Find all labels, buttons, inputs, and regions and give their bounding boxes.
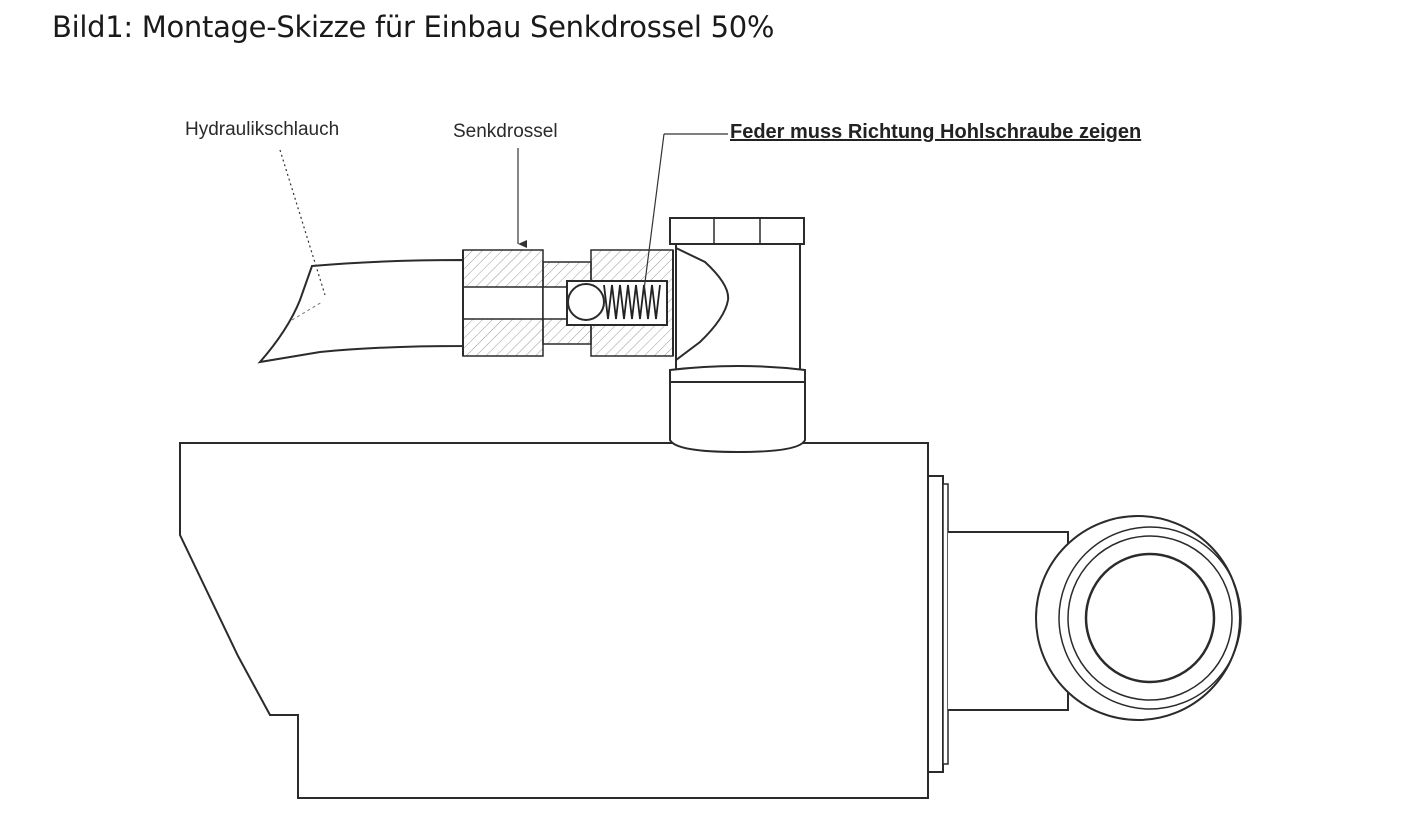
banjo-cone (675, 246, 730, 362)
port-boss (669, 379, 806, 454)
check-ball (567, 283, 605, 321)
rod-eye-bore (1084, 552, 1216, 684)
leader-hose (279, 149, 326, 296)
label-spring-direction-note: Feder muss Richtung Hohlschraube zeigen (730, 121, 1142, 143)
cylinder-body (179, 442, 929, 799)
leader-spring (643, 133, 728, 291)
hydraulic-hose (257, 258, 464, 364)
hollow-screw-head (669, 217, 805, 245)
label-hydraulic-hose: Hydraulikschlauch (185, 119, 340, 140)
figure-title: Bild1: Montage-Skizze für Einbau Senkdro… (52, 10, 775, 44)
cylinder-flange-inner (942, 483, 949, 765)
rod-eye-ring (1058, 526, 1242, 710)
banjo-collar (669, 365, 806, 383)
spring (603, 284, 661, 320)
rod-eye-ring-2 (1067, 535, 1233, 701)
label-throttle-valve: Senkdrossel (453, 121, 558, 142)
cylinder-flange (927, 475, 944, 773)
